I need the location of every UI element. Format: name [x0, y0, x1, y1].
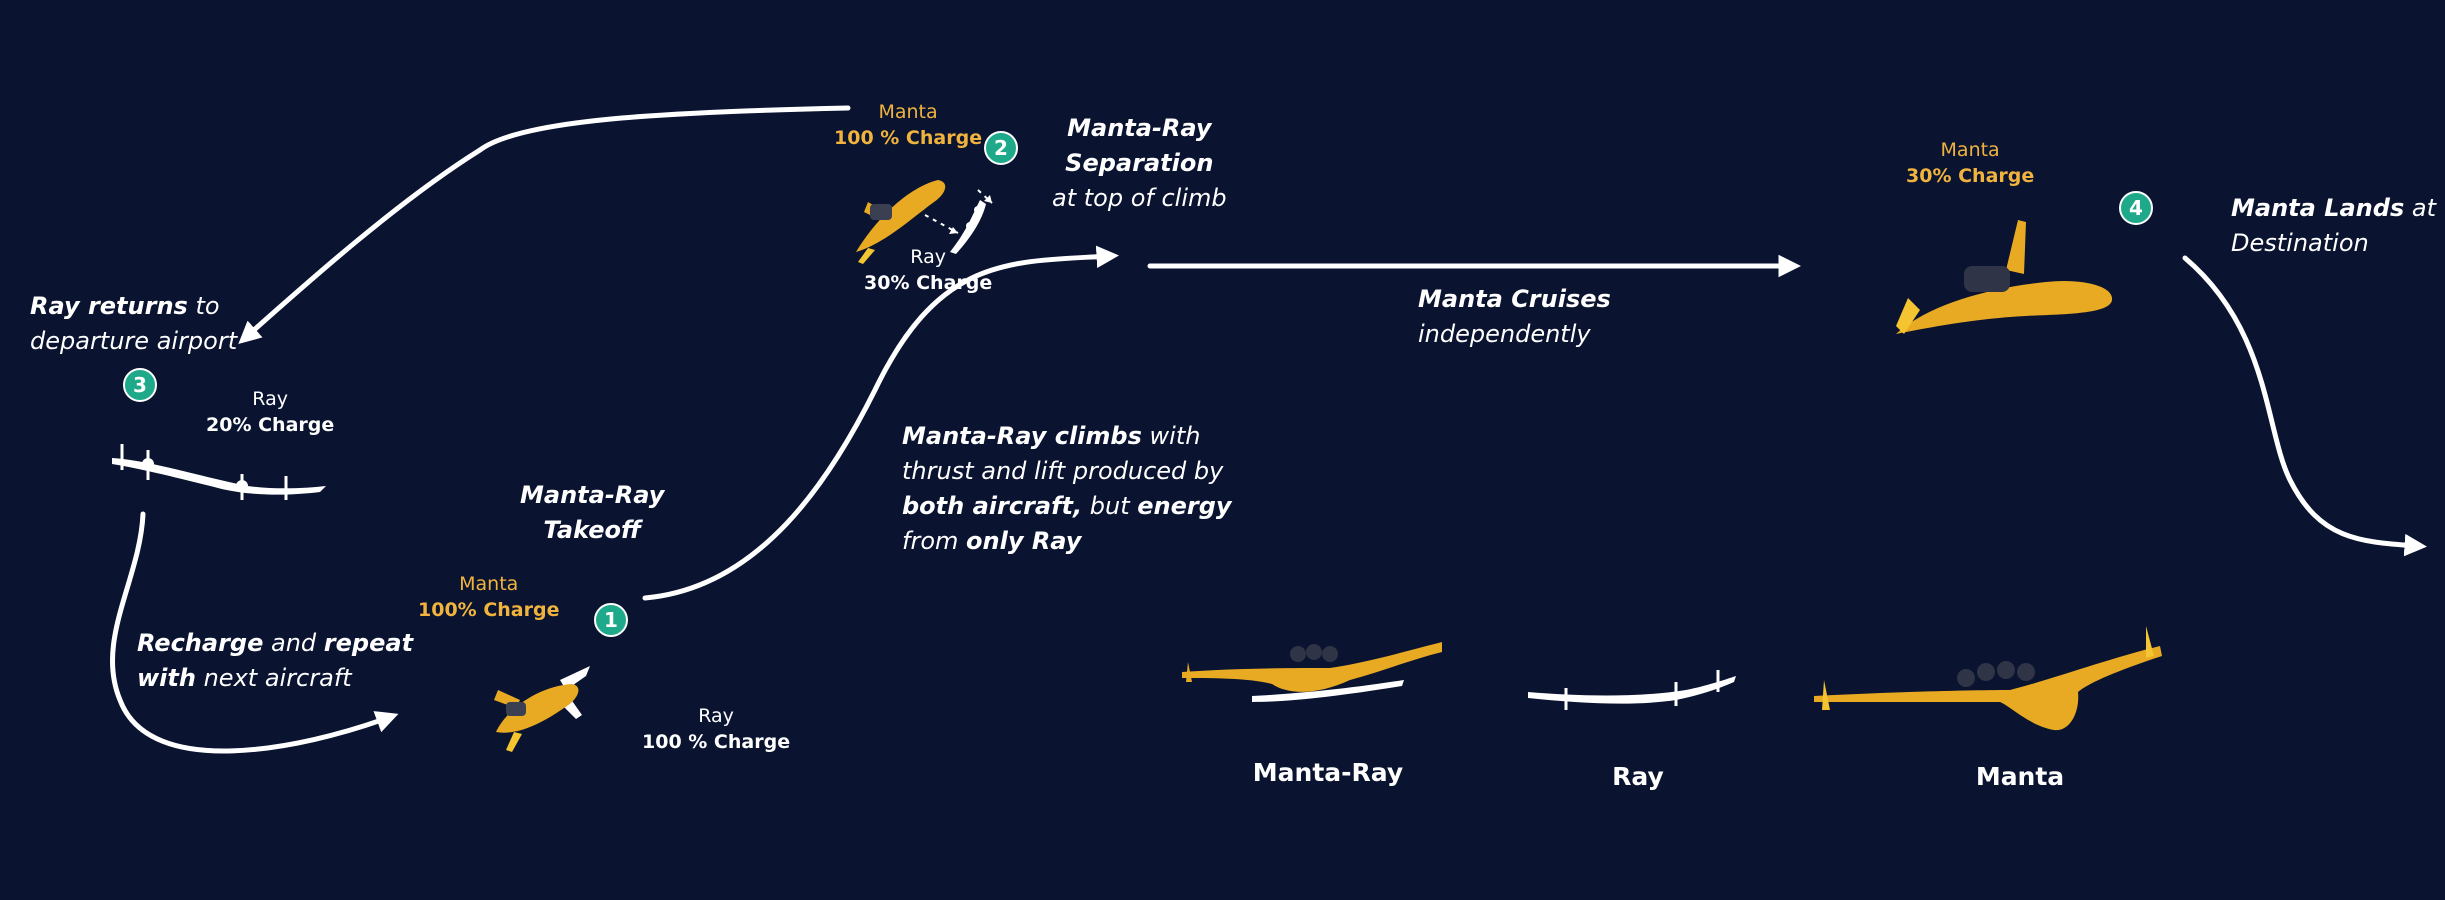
separation-ray-label: Ray 30% Charge	[864, 246, 993, 294]
stage-badge-2: 2	[984, 131, 1018, 165]
arrow-recharge	[110, 511, 399, 754]
legend-label-manta: Manta	[1975, 762, 2065, 791]
manta-landing-aircraft-icon	[1896, 220, 2113, 334]
legend-manta-ray-aircraft-icon	[1182, 642, 1442, 702]
arrow-landing	[2182, 255, 2427, 557]
legend-ray-aircraft-icon	[1528, 670, 1736, 710]
landing-description: Manta Lands at Destination	[2231, 194, 2436, 257]
ray-separation-aircraft-icon	[950, 200, 986, 254]
stage-badge-4: 4	[2119, 191, 2153, 225]
separation-dotted-arrowheads	[949, 195, 992, 234]
separation-manta-label: Manta 100 % Charge	[834, 101, 983, 149]
manta-ray-takeoff-aircraft-icon	[494, 666, 590, 752]
ray-return-aircraft-icon	[112, 444, 326, 500]
takeoff-ray-label: Ray 100 % Charge	[642, 705, 791, 753]
stage-badge-1: 1	[594, 603, 628, 637]
stage-badge-3: 3	[123, 368, 157, 402]
legend-label-manta-ray: Manta-Ray	[1252, 758, 1404, 787]
recharge-description: Recharge and repeat with next aircraft	[137, 629, 414, 692]
climb-description: Manta-Ray climbs with thrust and lift pr…	[902, 422, 1232, 555]
takeoff-manta-label: Manta 100% Charge	[418, 573, 560, 621]
manta-separation-aircraft-icon	[856, 180, 946, 264]
landing-manta-label: Manta 30% Charge	[1906, 139, 2035, 187]
separation-dotted-arrow-2	[977, 189, 993, 204]
return-ray-label: Ray 20% Charge	[206, 388, 335, 436]
legend-manta-aircraft-icon	[1814, 626, 2162, 731]
arrow-climb	[642, 245, 1119, 601]
separation-dotted-arrow-1	[924, 214, 959, 234]
legend-label-ray: Ray	[1612, 762, 1664, 791]
arrow-return	[238, 105, 851, 344]
return-description: Ray returns to departure airport	[30, 292, 238, 355]
